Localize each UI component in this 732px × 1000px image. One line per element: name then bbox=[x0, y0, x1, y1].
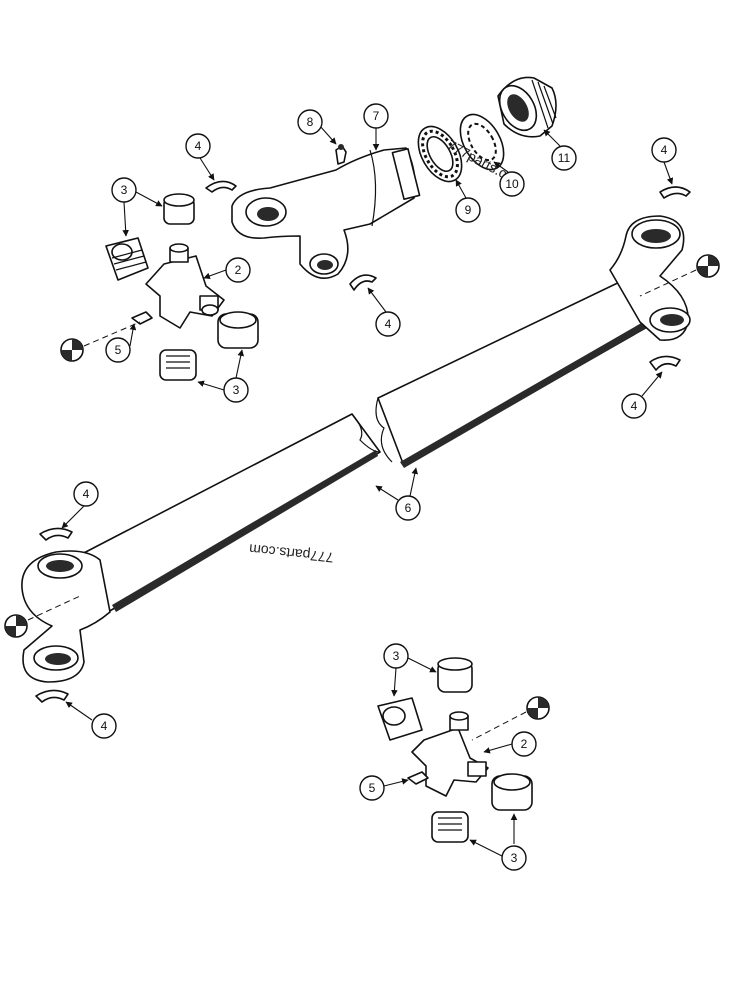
svg-text:9: 9 bbox=[465, 203, 472, 217]
callout-9: 9 bbox=[455, 179, 481, 223]
callout-8: 8 bbox=[297, 109, 337, 145]
callout-3-upper-top: 3 bbox=[111, 177, 163, 237]
seal-ring bbox=[417, 125, 463, 183]
universal-joint-lower bbox=[411, 711, 489, 797]
svg-text:2: 2 bbox=[235, 263, 242, 277]
snap-ring-d bbox=[649, 355, 681, 371]
snap-ring-a bbox=[205, 180, 237, 193]
callout-3-lower-top: 3 bbox=[383, 643, 437, 697]
bearing-cup-upper-b bbox=[105, 237, 149, 281]
snap-ring-b bbox=[349, 274, 377, 291]
callout-6: 6 bbox=[375, 467, 421, 521]
slip-yoke bbox=[231, 147, 421, 280]
bearing-cup-lower-d bbox=[431, 811, 469, 843]
svg-text:7: 7 bbox=[373, 109, 380, 123]
snap-ring-c bbox=[659, 186, 691, 199]
svg-text:3: 3 bbox=[393, 649, 400, 663]
tube-yoke-left bbox=[21, 550, 111, 683]
bearing-cup-lower-b bbox=[377, 697, 423, 741]
phasing-mark-left bbox=[4, 595, 81, 638]
svg-text:8: 8 bbox=[307, 115, 314, 129]
svg-text:5: 5 bbox=[369, 781, 376, 795]
retaining-nut bbox=[497, 76, 557, 138]
svg-text:3: 3 bbox=[511, 851, 518, 865]
svg-text:4: 4 bbox=[195, 139, 202, 153]
svg-text:4: 4 bbox=[631, 399, 638, 413]
svg-text:2: 2 bbox=[521, 737, 528, 751]
callout-5-upper: 5 bbox=[105, 323, 137, 363]
callout-4-mid: 4 bbox=[367, 287, 401, 337]
svg-text:4: 4 bbox=[83, 487, 90, 501]
bearing-cup-lower-a bbox=[437, 657, 473, 693]
svg-text:11: 11 bbox=[558, 151, 571, 165]
svg-text:3: 3 bbox=[233, 383, 240, 397]
callout-5-lower: 5 bbox=[359, 775, 409, 801]
callout-2-upper: 2 bbox=[203, 257, 251, 283]
bearing-cup-upper-d bbox=[159, 349, 197, 381]
phasing-mark-right bbox=[639, 254, 720, 297]
bearing-cup-upper-c bbox=[217, 311, 259, 349]
callout-11: 11 bbox=[543, 129, 577, 171]
callout-2-lower: 2 bbox=[483, 731, 537, 757]
callout-4-right-top: 4 bbox=[651, 137, 677, 185]
svg-text:4: 4 bbox=[661, 143, 668, 157]
universal-joint-upper bbox=[145, 243, 225, 329]
callout-4-right-bottom: 4 bbox=[621, 371, 663, 419]
grease-fitting-upper bbox=[131, 311, 153, 325]
svg-text:4: 4 bbox=[385, 317, 392, 331]
snap-ring-f bbox=[35, 689, 69, 703]
bearing-cup-lower-c bbox=[491, 773, 533, 811]
tube-yoke-right bbox=[609, 215, 691, 341]
grease-fitting-lower bbox=[407, 771, 429, 785]
driveshaft-tube-right bbox=[375, 277, 657, 468]
watermark-text: 777parts.com bbox=[248, 541, 334, 566]
callout-7: 7 bbox=[363, 103, 389, 151]
callout-4-left-top: 4 bbox=[61, 481, 99, 529]
phasing-mark-lower bbox=[471, 696, 550, 741]
svg-text:6: 6 bbox=[405, 501, 412, 515]
svg-text:3: 3 bbox=[121, 183, 128, 197]
callout-3-lower-bottom: 3 bbox=[469, 813, 527, 871]
callout-3-upper-bottom: 3 bbox=[197, 349, 249, 403]
bearing-cup-upper-a bbox=[163, 193, 195, 225]
snap-ring-e bbox=[39, 527, 73, 541]
spline-washer bbox=[459, 113, 505, 171]
svg-text:4: 4 bbox=[101, 719, 108, 733]
callout-4-left-bottom: 4 bbox=[65, 701, 117, 739]
svg-text:5: 5 bbox=[115, 343, 122, 357]
callout-10: 10 bbox=[493, 161, 525, 197]
driveshaft-tube-left bbox=[77, 413, 381, 613]
svg-text:10: 10 bbox=[505, 177, 519, 191]
callout-4-top: 4 bbox=[185, 133, 215, 181]
grease-fitting-top bbox=[335, 144, 347, 165]
